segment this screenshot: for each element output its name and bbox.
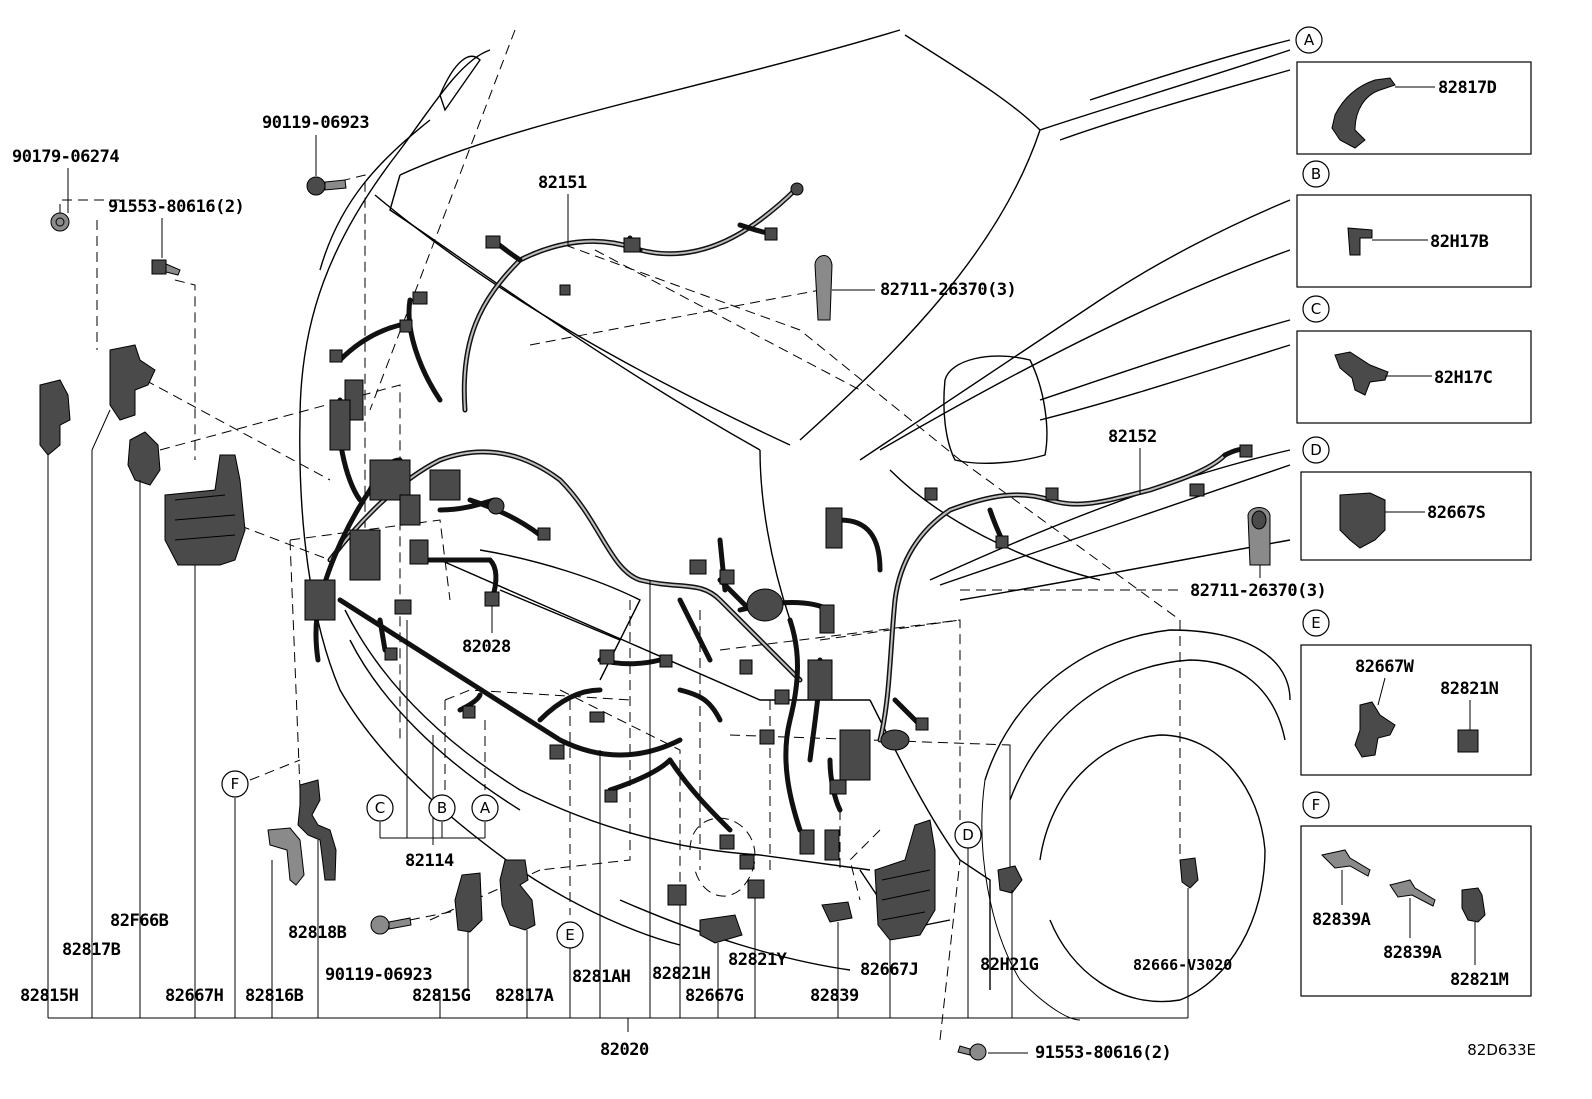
- svg-text:D: D: [962, 826, 974, 844]
- label-82H17B: 82H17B: [1430, 232, 1489, 252]
- label-82711-26370-top: 82711-26370(3): [880, 280, 1016, 300]
- label-90119-06923-top: 90119-06923: [262, 113, 369, 133]
- label-82667W: 82667W: [1355, 657, 1415, 677]
- bracket-82817A: [499, 859, 536, 931]
- bolt-91553-80616-top: [151, 259, 181, 276]
- harness-connectors: [304, 182, 1253, 897]
- label-82821H: 82821H: [652, 964, 711, 984]
- label-8281AH: 8281AH: [572, 967, 631, 987]
- svg-text:F: F: [231, 775, 240, 793]
- callout-C: C: [366, 794, 394, 822]
- svg-text:D: D: [1310, 441, 1322, 459]
- horn-82711-right: [1247, 507, 1271, 566]
- label-82821M: 82821M: [1450, 970, 1509, 990]
- label-82F66B: 82F66B: [110, 911, 169, 931]
- label-82839: 82839: [810, 986, 859, 1006]
- label-82H21G: 82H21G: [980, 955, 1039, 975]
- label-82839A-left: 82839A: [1312, 910, 1371, 930]
- callout-B: B: [428, 794, 456, 822]
- bolt-91553-80616-bottom: [957, 1043, 987, 1061]
- label-82028: 82028: [462, 637, 511, 657]
- label-82817A: 82817A: [495, 986, 554, 1006]
- label-82839A-right: 82839A: [1383, 943, 1442, 963]
- label-82817B: 82817B: [62, 940, 121, 960]
- label-82151: 82151: [538, 173, 587, 193]
- bracket-82815G: [454, 872, 483, 933]
- label-91553-80616-top: 91553-80616(2): [108, 197, 244, 217]
- label-82815H: 82815H: [20, 986, 79, 1006]
- clip-82H21G: [997, 865, 1023, 894]
- harness-82151: [461, 187, 798, 413]
- fuse-box-82667J: [874, 819, 936, 941]
- svg-text:E: E: [565, 926, 574, 944]
- bolt-90119-06923-bottom: [370, 915, 412, 935]
- label-82667S: 82667S: [1427, 503, 1486, 523]
- label-82818B: 82818B: [288, 923, 347, 943]
- bracket-82816B: [267, 827, 305, 886]
- svg-text:A: A: [480, 799, 491, 817]
- svg-text:B: B: [437, 799, 447, 817]
- bracket-82815H: [39, 379, 71, 456]
- svg-text:C: C: [375, 799, 385, 817]
- bolt-90119-06923-top: [306, 176, 347, 196]
- callout-E: E: [556, 921, 584, 949]
- label-90119-06923-bottom: 90119-06923: [325, 965, 432, 985]
- detail-box-E: E 82667W 82821N: [1300, 609, 1532, 776]
- label-90179-06274: 90179-06274: [12, 147, 119, 167]
- horn-82711-top: [814, 255, 833, 321]
- label-82666-V3020: 82666-V3020: [1133, 956, 1232, 974]
- label-82020: 82020: [600, 1040, 649, 1060]
- clip-82821Y: [747, 879, 765, 899]
- bracket-82666-V3020: [1179, 857, 1199, 889]
- label-91553-80616-bottom: 91553-80616(2): [1035, 1043, 1171, 1063]
- part-labels: 90179-06274 91553-80616(2) 90119-06923 8…: [12, 113, 1327, 1063]
- label-82667J: 82667J: [860, 960, 918, 980]
- label-82667H: 82667H: [165, 986, 224, 1006]
- detail-box-A: A 82817D: [1295, 26, 1532, 155]
- bracket-82817B: [109, 344, 156, 421]
- label-82667G: 82667G: [685, 986, 744, 1006]
- detail-box-B: B 82H17B: [1296, 160, 1532, 288]
- label-82114: 82114: [405, 851, 454, 871]
- diagram-id: 82D633E: [1467, 1041, 1536, 1059]
- label-82152: 82152: [1108, 427, 1157, 447]
- harness-main-82020: [313, 297, 883, 833]
- detail-box-C: C 82H17C: [1296, 295, 1532, 424]
- bottom-leader-lines: [47, 135, 1261, 1054]
- bracket-82F66B: [127, 431, 161, 486]
- label-82816B: 82816B: [245, 986, 304, 1006]
- label-82H17C: 82H17C: [1434, 368, 1492, 388]
- vehicle-body-outline: [299, 29, 1291, 1021]
- callout-D: D: [954, 821, 982, 849]
- relay-82667G: [699, 914, 743, 944]
- bracket-82818B: [297, 779, 337, 881]
- label-82821Y: 82821Y: [728, 950, 788, 970]
- callout-circles: F C B A E D: [221, 770, 982, 949]
- clip-82821H: [667, 884, 687, 906]
- part-90179-06274: [50, 212, 70, 232]
- clip-82839: [821, 901, 853, 923]
- svg-text:B: B: [1311, 165, 1321, 183]
- label-82815G: 82815G: [412, 986, 471, 1006]
- svg-text:F: F: [1312, 796, 1321, 814]
- label-82711-26370-right: 82711-26370(3): [1190, 581, 1326, 601]
- svg-text:C: C: [1311, 300, 1321, 318]
- fuse-box-82667H: [164, 454, 246, 566]
- label-82817D: 82817D: [1438, 78, 1497, 98]
- callout-A: A: [471, 794, 499, 822]
- svg-text:E: E: [1311, 614, 1320, 632]
- callout-F: F: [221, 770, 249, 798]
- detail-box-F: F 82839A 82839A 82821M: [1300, 791, 1532, 997]
- detail-box-D: D 82667S: [1300, 436, 1532, 561]
- label-82821N: 82821N: [1440, 679, 1499, 699]
- svg-text:A: A: [1304, 31, 1315, 49]
